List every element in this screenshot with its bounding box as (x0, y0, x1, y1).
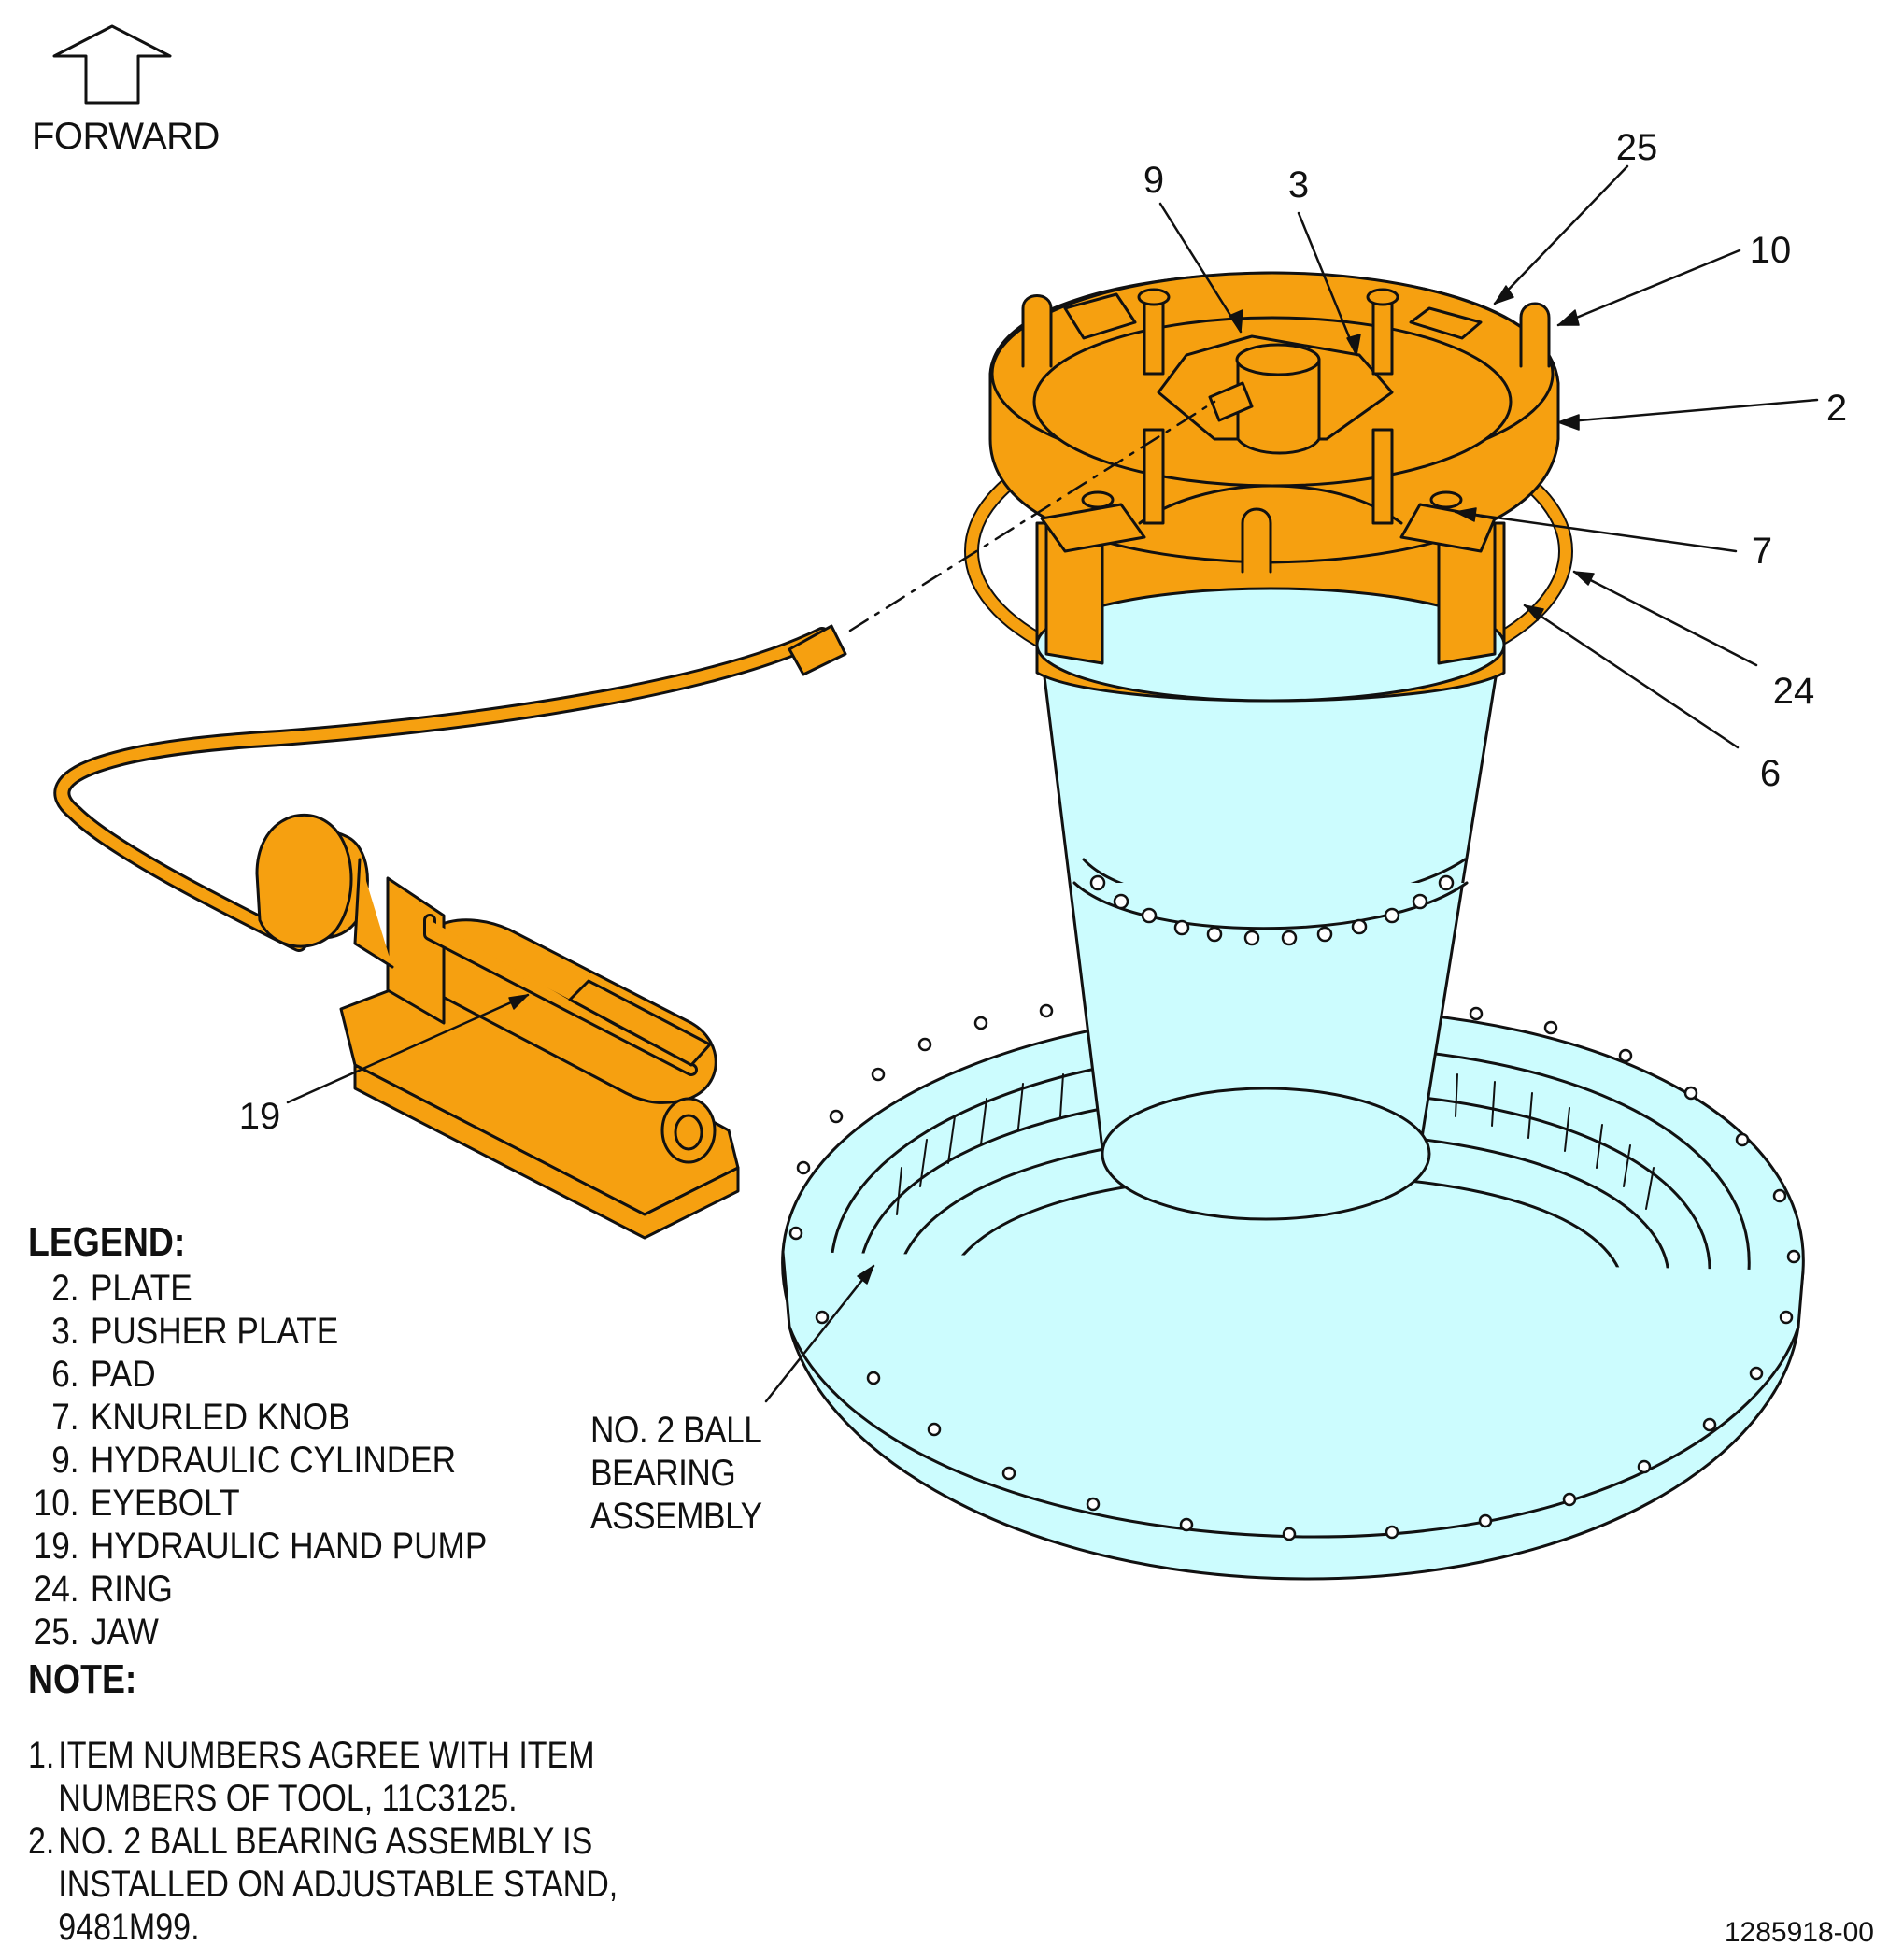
legend-item: 6.PAD (51, 1354, 156, 1395)
callout-2: 2 (1825, 388, 1848, 429)
callout-9: 9 (1143, 160, 1165, 201)
note-item: 2.NO. 2 BALL BEARING ASSEMBLY IS INSTALL… (28, 1821, 618, 1948)
forward-label: FORWARD (32, 116, 220, 157)
legend-item: 9.HYDRAULIC CYLINDER (51, 1440, 457, 1481)
callout-24: 24 (1772, 671, 1815, 712)
callout-19: 19 (238, 1096, 281, 1137)
legend-item: 10.EYEBOLT (33, 1483, 240, 1524)
callout-7: 7 (1751, 531, 1773, 572)
bearing-shaft (1040, 652, 1501, 1221)
bearing-cage-slots (896, 1066, 1655, 1215)
leader-arrowheads (508, 285, 1595, 1285)
shaft-holes (1089, 874, 1455, 946)
callout-3: 3 (1287, 164, 1310, 206)
hydraulic-hose (53, 400, 1216, 952)
note-item: 1.ITEM NUMBERS AGREE WITH ITEM NUMBERS O… (28, 1735, 595, 1819)
legend-item: 19.HYDRAULIC HAND PUMP (33, 1526, 488, 1567)
legend-item: 24.RING (33, 1569, 173, 1610)
legend-item: 25.JAW (33, 1612, 159, 1653)
legend-list: 2.PLATE 3.PUSHER PLATE 6.PAD 7.KNURLED K… (28, 1267, 549, 1654)
callout-10: 10 (1749, 230, 1792, 271)
notes-list: 1.ITEM NUMBERS AGREE WITH ITEM NUMBERS O… (28, 1734, 757, 1949)
hydraulic-hand-pump (255, 813, 740, 1240)
assembly-label: NO. 2 BALL BEARING ASSEMBLY (590, 1410, 762, 1537)
leader-lines (286, 164, 1819, 1403)
legend-item: 2.PLATE (51, 1268, 192, 1309)
bearing-base (781, 1007, 1805, 1581)
callout-25: 25 (1615, 127, 1658, 168)
puller-tool (964, 271, 1573, 703)
note-title: NOTE: (28, 1656, 137, 1702)
figure-id: 1285918-00 (1724, 1917, 1874, 1948)
legend-item: 3.PUSHER PLATE (51, 1311, 339, 1352)
legend-item: 7.KNURLED KNOB (51, 1397, 350, 1438)
callout-6: 6 (1759, 753, 1782, 794)
forward-arrow-icon (52, 24, 172, 105)
legend-title: LEGEND: (28, 1219, 186, 1265)
